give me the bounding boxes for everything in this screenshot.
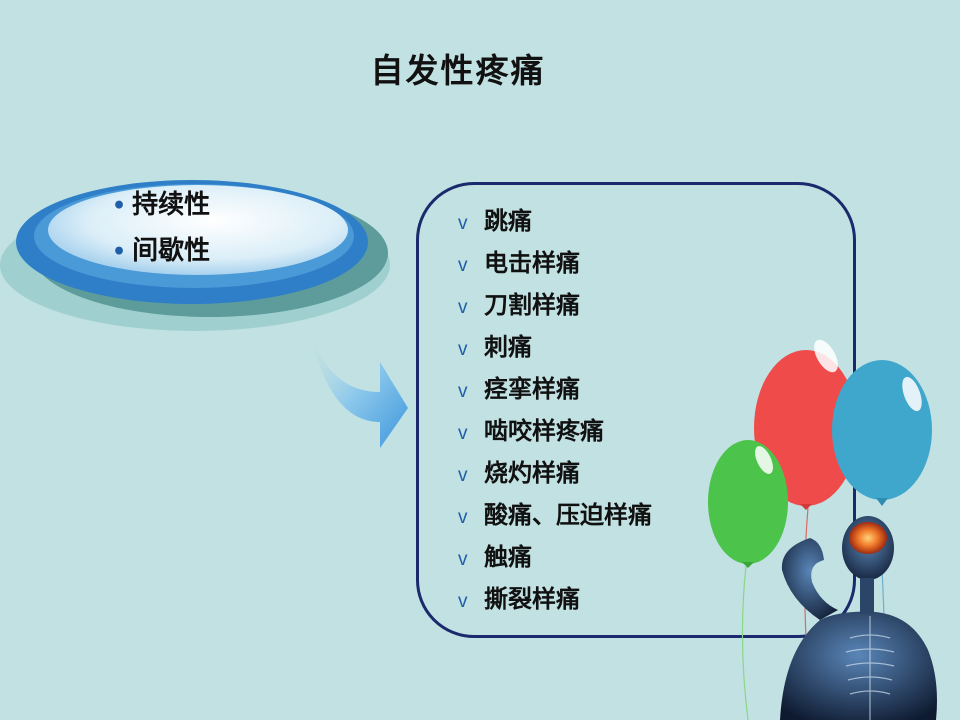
bullet-marker: • (112, 193, 127, 219)
list-item: v 跳痛 (458, 200, 652, 242)
category-list: •持续性 •间歇性 (112, 186, 210, 278)
check-marker-icon: v (458, 591, 468, 612)
balloons-and-figure-illustration (708, 339, 937, 720)
list-item: v 酸痛、压迫样痛 (458, 494, 652, 536)
list-item-label: 酸痛、压迫样痛 (484, 500, 652, 529)
list-item: v 刺痛 (458, 326, 652, 368)
list-item-label: 电击样痛 (484, 248, 580, 277)
check-marker-icon: v (458, 297, 468, 318)
list-item-label: 触痛 (484, 542, 532, 571)
list-item: v 电击样痛 (458, 242, 652, 284)
check-marker-icon: v (458, 465, 468, 486)
check-marker-icon: v (458, 549, 468, 570)
list-item-label: 撕裂样痛 (484, 584, 580, 613)
list-item: v 触痛 (458, 536, 652, 578)
list-item-label: 跳痛 (484, 206, 532, 235)
check-marker-icon: v (458, 381, 468, 402)
list-item: v 刀割样痛 (458, 284, 652, 326)
list-item: v 烧灼样痛 (458, 452, 652, 494)
list-item-label: 痉挛样痛 (484, 374, 580, 403)
check-marker-icon: v (458, 423, 468, 444)
check-marker-icon: v (458, 213, 468, 234)
blue-balloon-icon (832, 360, 932, 506)
category-oval-graphic (0, 180, 390, 331)
xray-figure-icon (780, 516, 937, 720)
category-label: 持续性 (132, 190, 211, 220)
list-item: v 啮咬样疼痛 (458, 410, 652, 452)
list-item: v 痉挛样痛 (458, 368, 652, 410)
check-marker-icon: v (458, 255, 468, 276)
green-balloon-icon (708, 440, 788, 568)
list-item-label: 烧灼样痛 (484, 458, 580, 487)
category-item: •持续性 (112, 186, 210, 232)
pain-types-list: v 跳痛 v 电击样痛 v 刀割样痛 v 刺痛 v 痉挛样痛 v 啮咬样疼痛 v 烧灼样痛 v… (458, 200, 652, 620)
category-label: 间歇性 (132, 236, 211, 266)
list-item: v 撕裂样痛 (458, 578, 652, 620)
list-item-label: 刀割样痛 (484, 290, 580, 319)
check-marker-icon: v (458, 507, 468, 528)
list-item-label: 啮咬样疼痛 (484, 416, 604, 445)
check-marker-icon: v (458, 339, 468, 360)
arrow-icon (310, 332, 408, 448)
bullet-marker: • (112, 239, 127, 265)
list-item-label: 刺痛 (484, 332, 532, 361)
slide-title: 自发性疼痛 (370, 51, 546, 90)
category-item: •间歇性 (112, 232, 210, 278)
